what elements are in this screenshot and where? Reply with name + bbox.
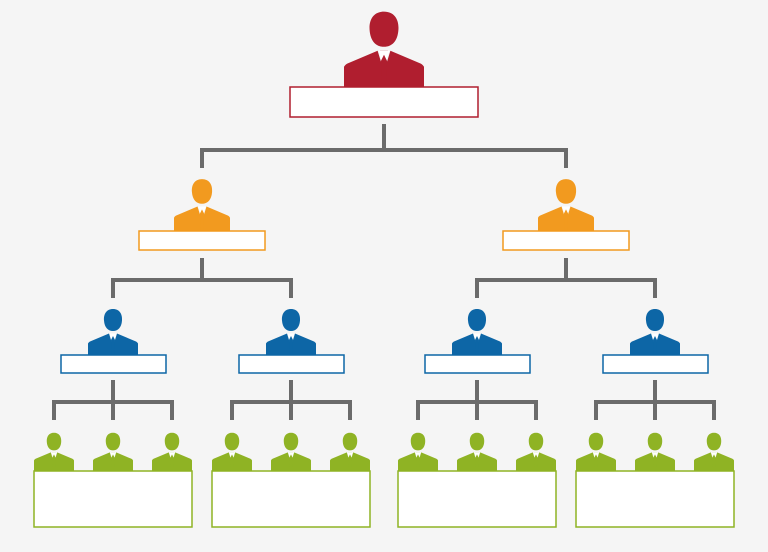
manager-person-icon-1 [88,309,138,358]
team-label-box-1 [33,470,193,528]
manager-person-icon-4 [630,309,680,358]
manager-person-icon-3 [452,309,502,358]
staff-person-icon-3 [152,432,192,472]
director-person-icon-2 [538,179,594,234]
staff-person-icon-7 [398,432,438,472]
director-label-box-2 [502,230,630,251]
staff-person-icon-10 [576,432,616,472]
staff-person-icon-4 [212,432,252,472]
director-label-box-1 [138,230,266,251]
team-label-box-3 [397,470,557,528]
manager-label-box-1 [60,354,167,374]
staff-person-icon-11 [635,432,675,472]
staff-person-icon-8 [457,432,497,472]
manager-label-box-4 [602,354,709,374]
staff-person-icon-6 [330,432,370,472]
staff-person-icon-2 [93,432,133,472]
staff-person-icon-5 [271,432,311,472]
staff-person-icon-12 [694,432,734,472]
team-label-box-2 [211,470,371,528]
label-boxes-layer [33,86,735,528]
director-person-icon-1 [174,179,230,234]
manager-person-icon-2 [266,309,316,358]
executive-person-icon [344,11,424,90]
manager-label-box-3 [424,354,531,374]
staff-person-icon-1 [34,432,74,472]
connector-lines [52,124,716,420]
manager-label-box-2 [238,354,345,374]
executive-label-box [289,86,479,118]
team-label-box-4 [575,470,735,528]
staff-person-icon-9 [516,432,556,472]
